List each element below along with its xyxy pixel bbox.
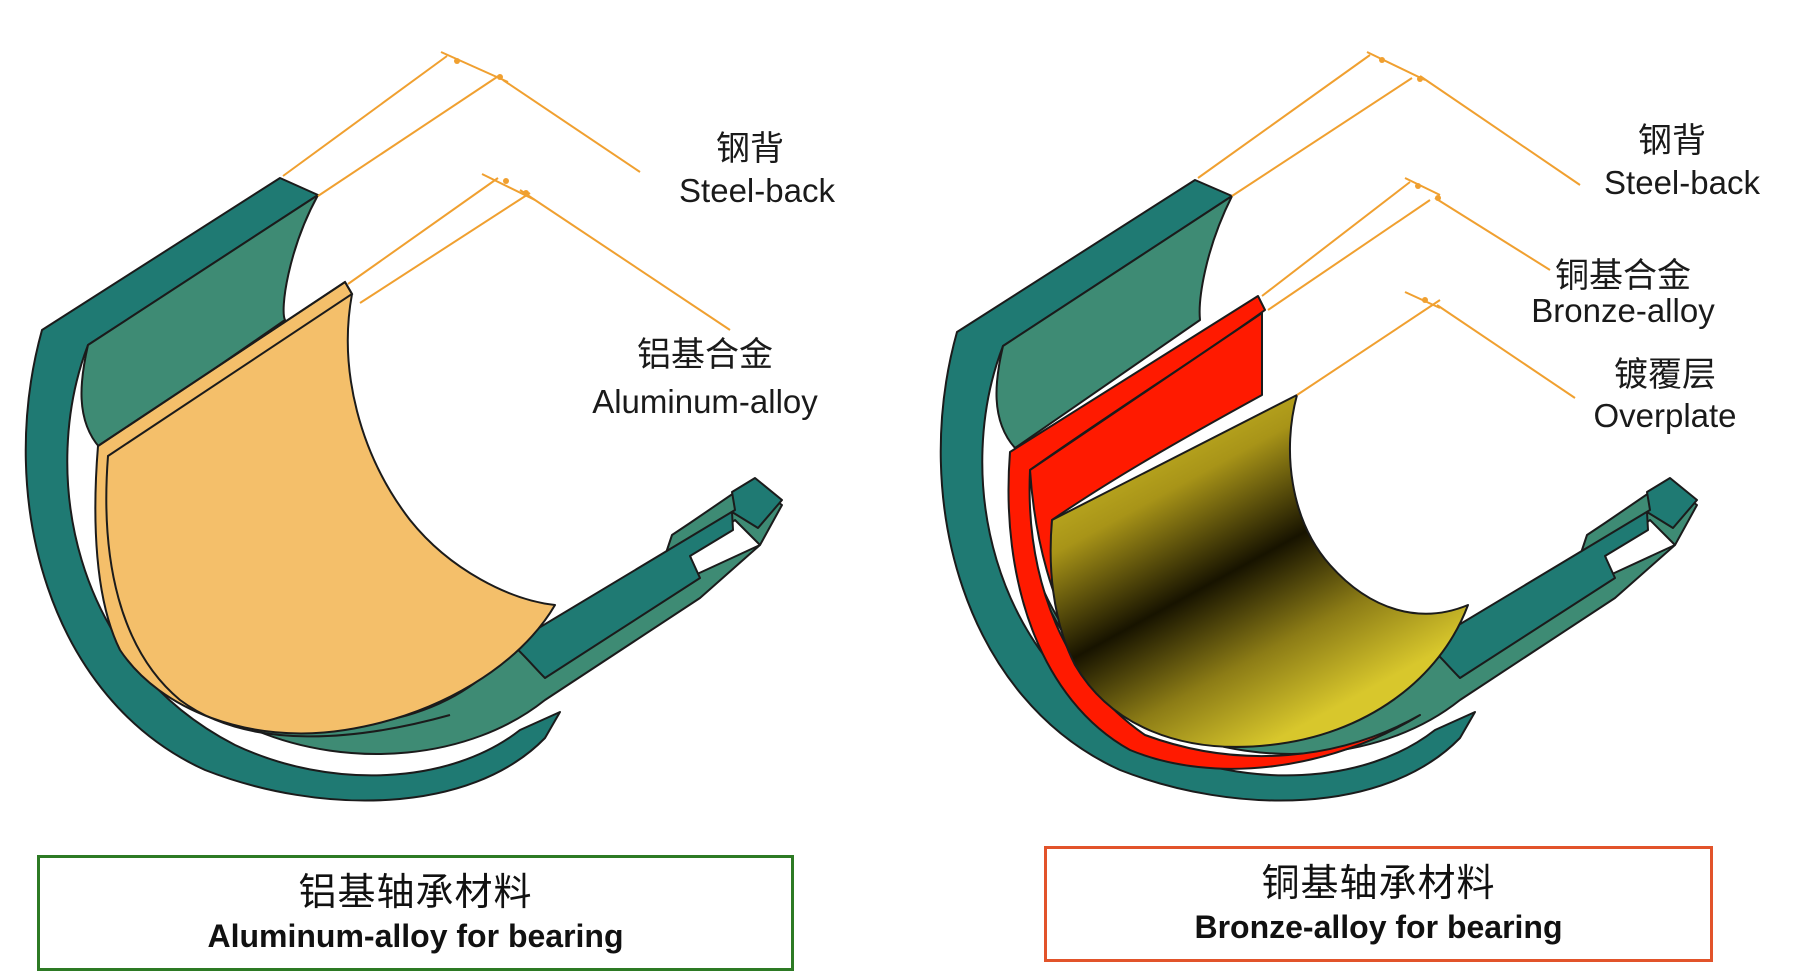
aluminum-caption-en: Aluminum-alloy for bearing <box>207 917 624 954</box>
right-leader-ticks <box>1379 57 1441 303</box>
left-alloy-zh: 铝基合金 <box>637 336 773 374</box>
right-steel-back-en: Steel-back <box>1604 164 1760 201</box>
aluminum-caption-zh: 铝基轴承材料 <box>298 870 533 915</box>
right-overplate-zh: 镀覆层 <box>1614 356 1716 394</box>
aluminum-bearing-illustration: 钢背 Steel-back 铝基合金 Aluminum-alloy <box>24 51 835 802</box>
right-alloy-zh: 铜基合金 <box>1555 257 1691 295</box>
bronze-caption-zh: 铜基轴承材料 <box>1261 861 1496 906</box>
right-steel-flange <box>1426 477 1698 679</box>
right-leader-lines <box>1197 51 1581 399</box>
bronze-bearing-caption: 铜基轴承材料 Bronze-alloy for bearing <box>1044 846 1713 962</box>
left-alloy-en: Aluminum-alloy <box>592 383 818 420</box>
right-alloy-en: Bronze-alloy <box>1531 292 1715 329</box>
right-steel-back-zh: 钢背 <box>1638 122 1706 160</box>
bronze-caption-en: Bronze-alloy for bearing <box>1194 908 1563 945</box>
right-steel-outer-face <box>939 179 1476 802</box>
left-leader-ticks <box>454 58 529 196</box>
left-aluminum-layer <box>94 281 556 735</box>
left-steel-back-zh: 钢背 <box>716 130 784 168</box>
bronze-bearing-illustration: 钢背 Steel-back 铜基合金 Bronze-alloy 镀覆层 Over… <box>939 51 1760 802</box>
left-steel-outer-face <box>24 177 561 802</box>
left-aluminum-edge <box>97 280 451 738</box>
right-overplate-layer <box>1049 394 1469 748</box>
left-steel-flange <box>511 477 783 679</box>
left-leader-lines <box>282 51 731 331</box>
aluminum-bearing-caption: 铝基轴承材料 Aluminum-alloy for bearing <box>37 855 794 971</box>
left-steel-back-en: Steel-back <box>679 172 835 209</box>
right-overplate-en: Overplate <box>1593 397 1736 434</box>
